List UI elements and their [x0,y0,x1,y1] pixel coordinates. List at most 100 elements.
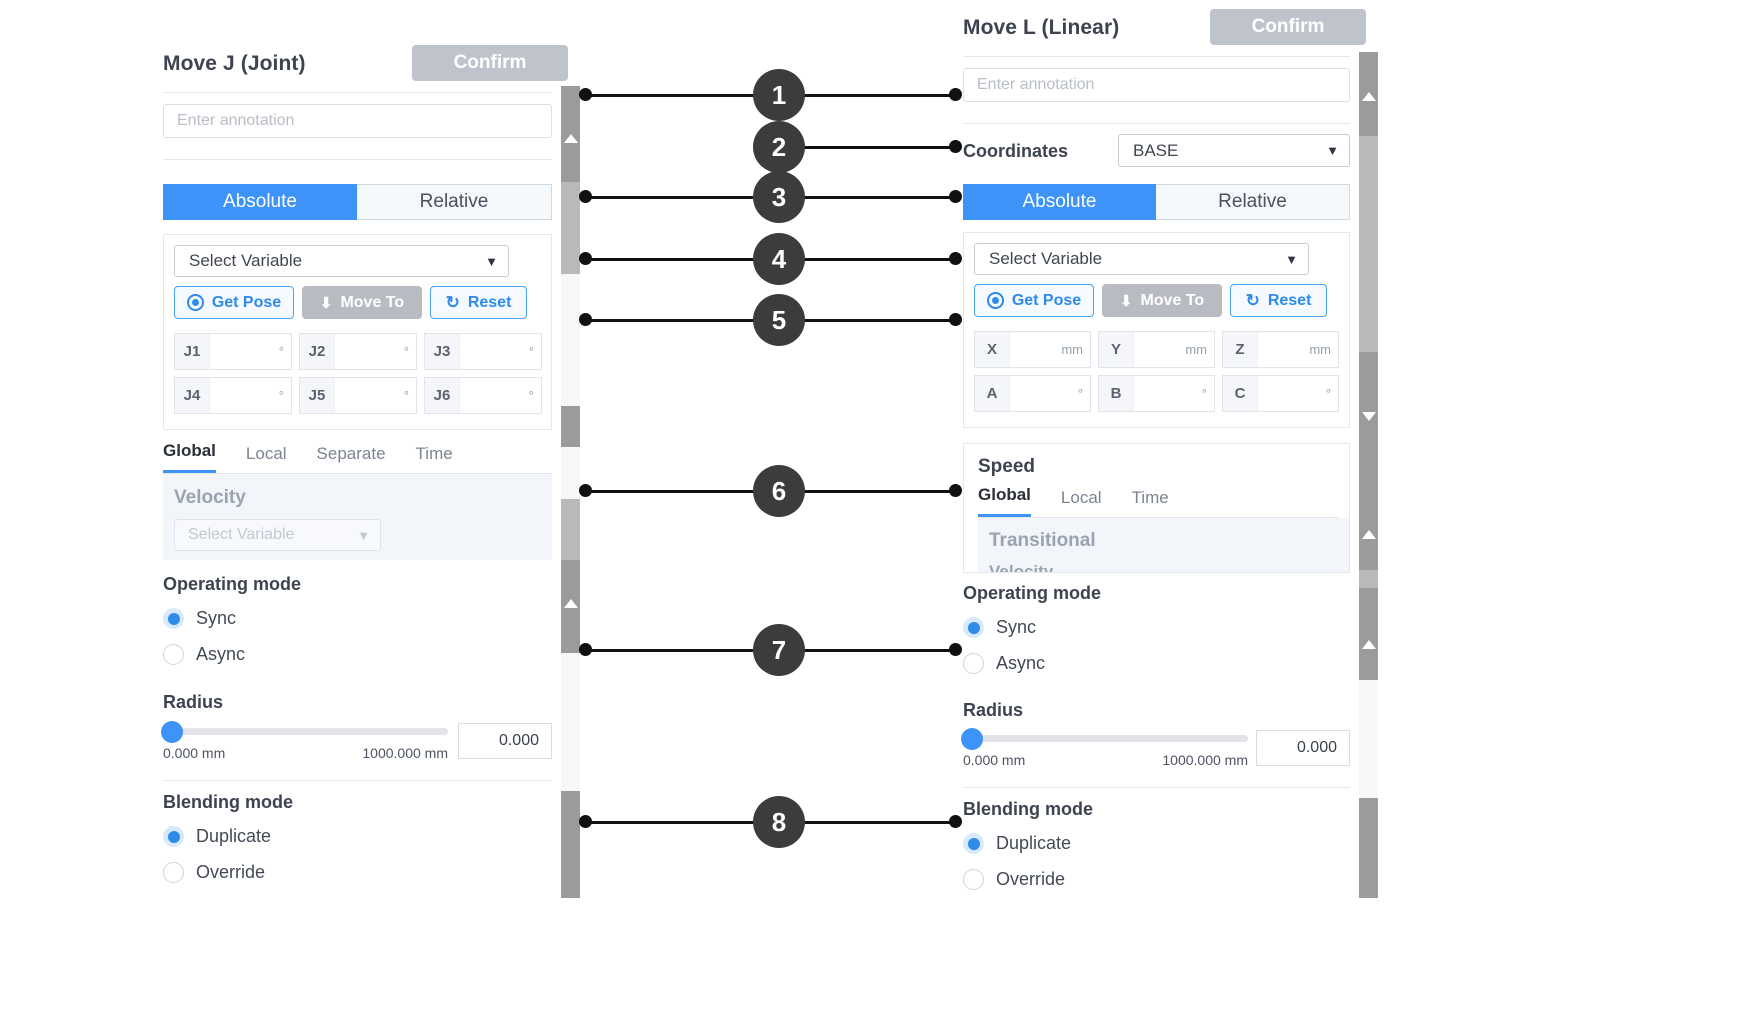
move-l-blending-duplicate[interactable]: Duplicate [963,833,1071,854]
move-j-confirm-button[interactable]: Confirm [412,45,568,81]
move-j-reset-button[interactable]: ↻ Reset [430,286,527,319]
tab-relative[interactable]: Relative [1156,184,1350,220]
radius-max-label: 1000.000 mm [1162,752,1248,768]
move-l-operating-async[interactable]: Async [963,653,1045,674]
field-label: X [975,332,1010,367]
field-value[interactable] [210,378,279,413]
field-cell-c[interactable]: C° [1222,375,1339,412]
scroll-up-arrow-icon-3[interactable] [1362,640,1376,649]
field-value[interactable] [460,334,529,369]
scroll-up-arrow-icon[interactable] [564,134,578,143]
move-j-blending-duplicate[interactable]: Duplicate [163,826,271,847]
field-value[interactable] [1010,376,1078,411]
field-cell-a[interactable]: A° [974,375,1091,412]
move-j-panel: Move J (Joint) Confirm Enter annotation … [0,0,580,900]
move-j-variable-select[interactable]: Select Variable ▼ [174,245,509,277]
scrollbar-thumb-bottom[interactable] [1359,588,1378,680]
move-j-radius-value-input[interactable]: 0.000 [458,723,552,759]
tab-global[interactable]: Global [163,441,216,473]
move-l-annotation-input[interactable]: Enter annotation [963,68,1350,102]
move-to-label: Move To [340,293,405,311]
move-l-mode-toggle[interactable]: Absolute Relative [963,184,1350,220]
move-l-move-to-button[interactable]: ⬇ Move To [1102,284,1222,317]
move-j-speed-tabs[interactable]: Global Local Separate Time [163,441,552,474]
field-value[interactable] [1134,376,1202,411]
scrollbar-thumb-mid-a[interactable] [561,182,580,274]
field-cell-j5[interactable]: J5° [299,377,417,414]
slider-track[interactable] [961,727,1248,750]
field-value[interactable] [335,378,404,413]
move-l-scrollbar[interactable] [1359,52,1378,898]
field-unit: ° [528,388,534,403]
move-j-annotation-input[interactable]: Enter annotation [163,104,552,138]
blending-duplicate-label: Duplicate [196,826,272,846]
field-unit: ° [278,344,284,359]
move-l-variable-select[interactable]: Select Variable ▼ [974,243,1309,275]
move-j-radius-slider[interactable]: 0.000 mm 1000.000 mm [161,720,448,761]
field-value[interactable] [460,378,529,413]
move-j-mode-toggle[interactable]: Absolute Relative [163,184,552,220]
scroll-up-arrow-icon-2[interactable] [564,599,578,608]
slider-knob[interactable] [961,727,983,750]
slider-range-labels: 0.000 mm 1000.000 mm [163,745,448,761]
field-cell-j3[interactable]: J3° [424,333,542,370]
tab-separate[interactable]: Separate [316,444,386,463]
move-j-operating-async[interactable]: Async [163,644,245,665]
field-cell-j1[interactable]: J1° [174,333,292,370]
scrollbar-thumb-mid-b[interactable] [561,406,580,447]
velocity-variable-select[interactable]: Select Variable ▼ [174,519,381,551]
field-value[interactable] [210,334,279,369]
field-unit: mm [1185,342,1207,357]
callout-line-2 [779,146,955,149]
slider-knob[interactable] [161,720,183,743]
scrollbar-thumb-bottom2[interactable] [1359,798,1378,898]
move-l-radius-slider[interactable]: 0.000 mm 1000.000 mm [961,727,1248,768]
tab-time[interactable]: Time [415,444,453,463]
field-value[interactable] [1134,332,1185,367]
move-l-operating-sync[interactable]: Sync [963,617,1036,638]
move-l-get-pose-button[interactable]: Get Pose [974,284,1094,317]
scroll-up-arrow-icon-2[interactable] [1362,530,1376,539]
scrollbar-thumb-mid-a[interactable] [1359,136,1378,352]
field-label: J4 [175,378,210,413]
scrollbar-thumb-mid-c[interactable] [1359,480,1378,570]
move-l-radius-value-input[interactable]: 0.000 [1256,730,1350,766]
velocity-label: Velocity [174,487,246,508]
field-value[interactable] [1258,332,1309,367]
scroll-up-arrow-icon[interactable] [1362,92,1376,101]
field-cell-j2[interactable]: J2° [299,333,417,370]
move-l-blending-override[interactable]: Override [963,869,1065,890]
field-cell-j4[interactable]: J4° [174,377,292,414]
move-l-coordinates-select[interactable]: BASE ▼ [1118,134,1350,167]
move-j-operating-sync[interactable]: Sync [163,608,236,629]
slider-track[interactable] [161,720,448,743]
move-j-pose-card: Select Variable ▼ Get Pose ⬇ Move To ↻ R… [163,234,552,430]
field-cell-j6[interactable]: J6° [424,377,542,414]
scroll-down-arrow-icon[interactable] [1362,412,1376,421]
move-j-blending-override[interactable]: Override [163,862,265,883]
scrollbar-thumb-mid-c[interactable] [561,499,580,560]
field-unit: ° [403,388,409,403]
tab-global[interactable]: Global [978,485,1031,517]
field-value[interactable] [335,334,404,369]
field-value[interactable] [1258,376,1326,411]
move-l-speed-tabs[interactable]: Global Local Time [978,485,1338,518]
move-j-get-pose-button[interactable]: Get Pose [174,286,294,319]
callout-endpoint-dot [949,643,962,656]
tab-absolute[interactable]: Absolute [163,184,357,220]
move-l-reset-button[interactable]: ↻ Reset [1230,284,1327,317]
tab-time[interactable]: Time [1131,488,1169,507]
move-j-move-to-button[interactable]: ⬇ Move To [302,286,422,319]
tab-local[interactable]: Local [1060,488,1102,507]
tab-absolute[interactable]: Absolute [963,184,1156,220]
tab-relative[interactable]: Relative [357,184,552,220]
tab-local[interactable]: Local [245,444,287,463]
field-cell-b[interactable]: B° [1098,375,1215,412]
move-l-confirm-button[interactable]: Confirm [1210,9,1366,45]
field-value[interactable] [1010,332,1061,367]
scrollbar-thumb-bottom[interactable] [561,791,580,898]
move-j-scrollbar[interactable] [561,86,580,898]
